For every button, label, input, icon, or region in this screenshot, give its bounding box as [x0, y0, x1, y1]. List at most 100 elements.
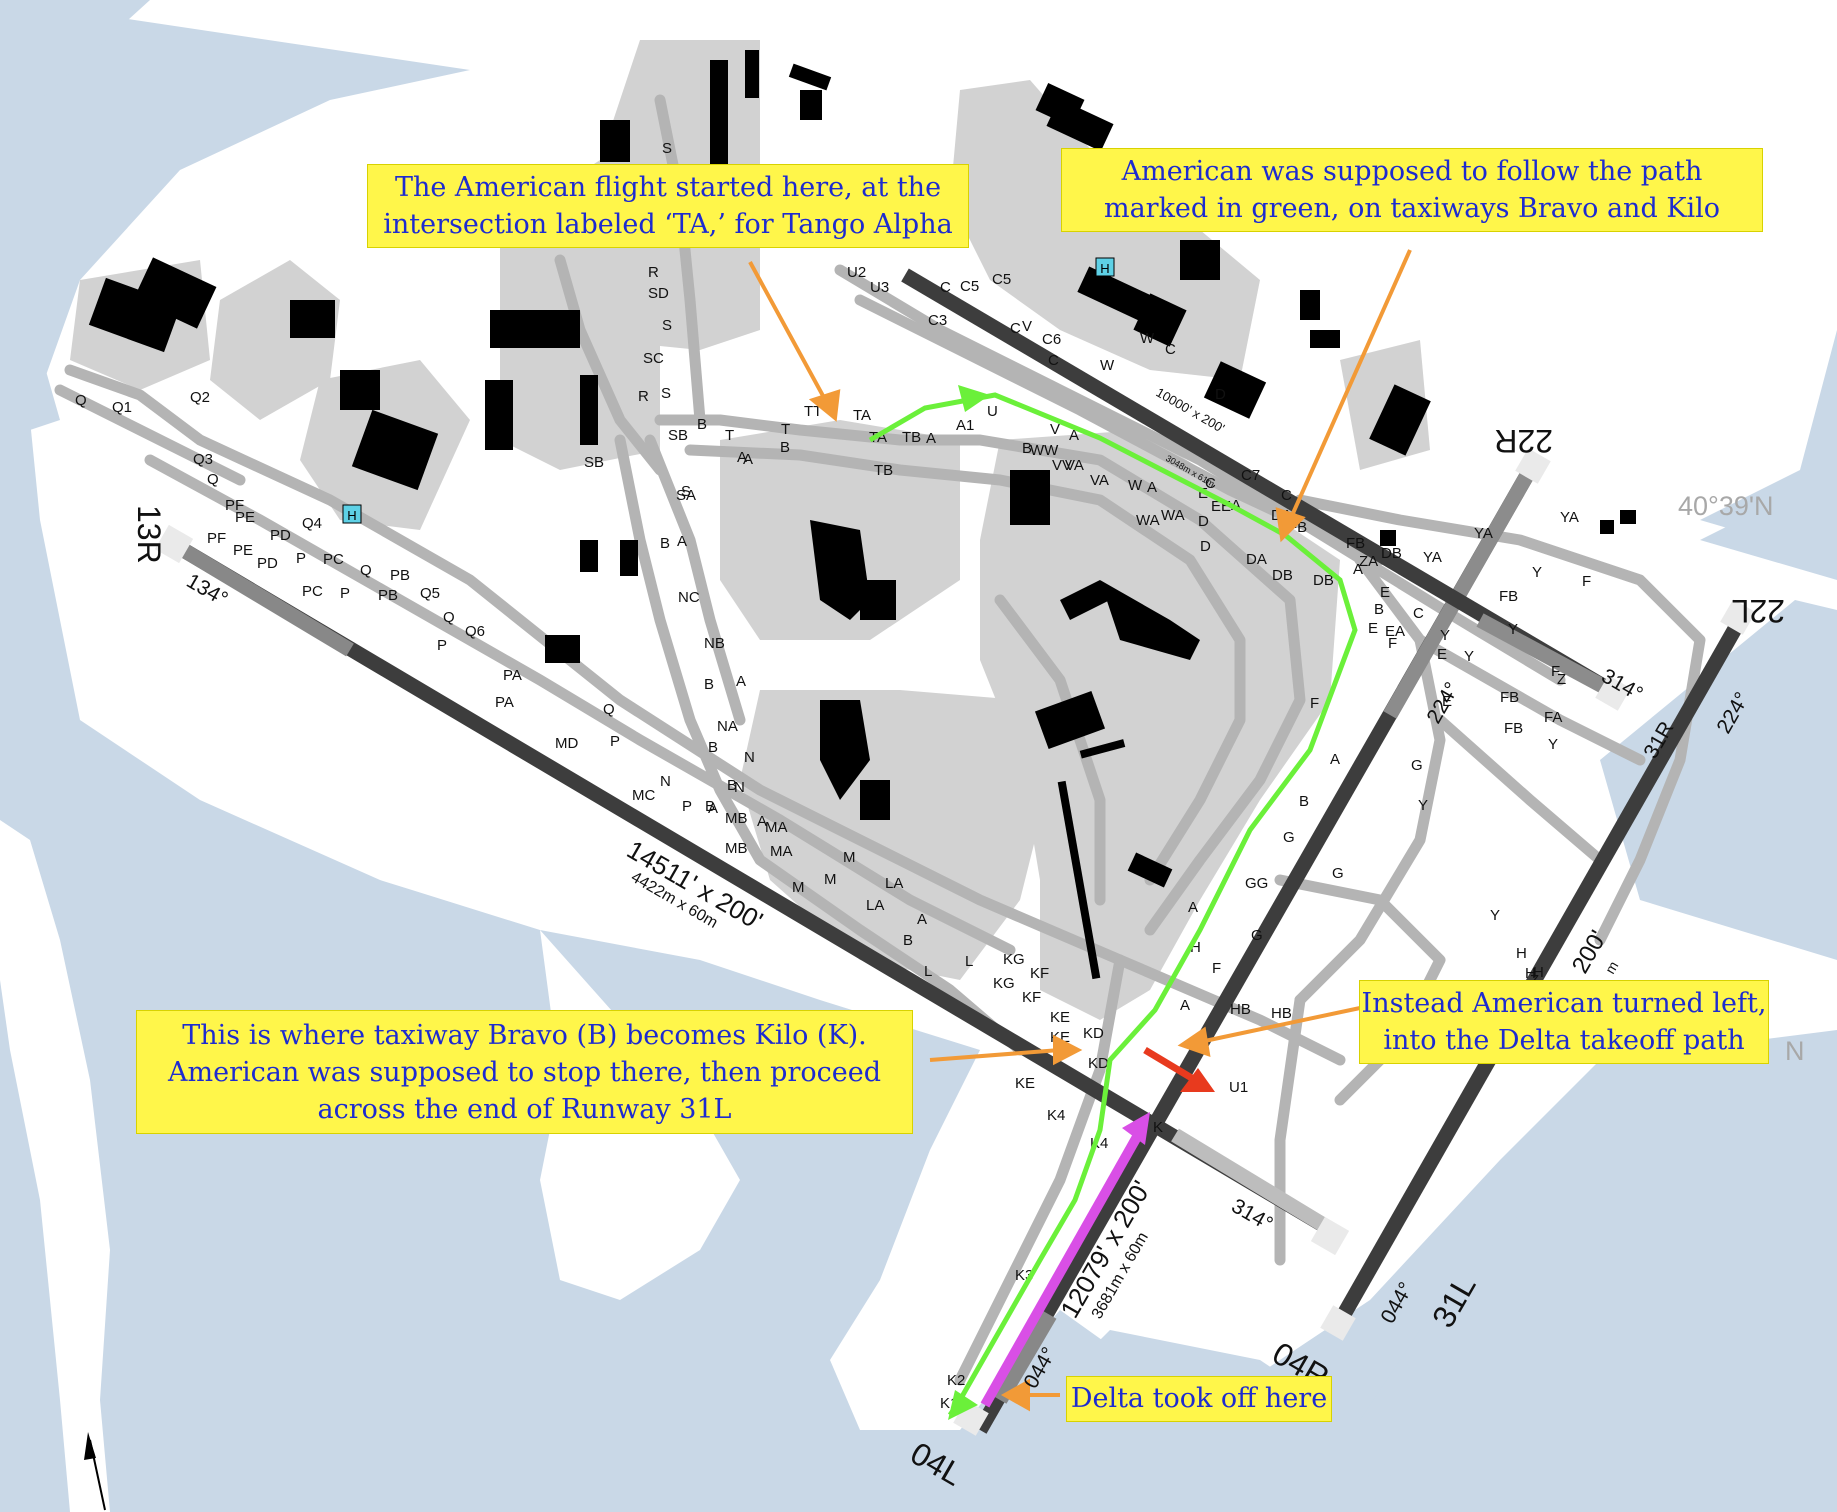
taxiway-label: PB [390, 567, 410, 584]
taxiway-label: A [1069, 427, 1079, 444]
taxiway-label: E [1437, 646, 1447, 663]
taxiway-label: F [1551, 663, 1560, 680]
taxiway-label: DA [1246, 551, 1267, 568]
taxiway-label: Q5 [420, 585, 440, 602]
taxiway-label: KE [1050, 1009, 1070, 1026]
taxiway-label: C [1048, 352, 1059, 369]
runway-label-13R: 13R [131, 505, 167, 564]
taxiway-label: Y [1490, 907, 1500, 924]
taxiway-label: TB [874, 462, 893, 479]
taxiway-label: A [708, 800, 718, 817]
taxiway-label: A [917, 911, 927, 928]
taxiway-label: T [725, 427, 734, 444]
taxiway-label: LA [885, 875, 903, 892]
taxiway-label: G [1332, 865, 1344, 882]
taxiway-label: Q [207, 471, 219, 488]
taxiway-label: Y [1508, 621, 1518, 638]
taxiway-label: SC [643, 350, 664, 367]
taxiway-label: N [744, 749, 755, 766]
taxiway-label: V [1050, 421, 1060, 438]
taxiway-label: W [1128, 477, 1143, 494]
taxiway-label: YA [1423, 549, 1442, 566]
taxiway-label: S [661, 385, 671, 402]
taxiway-label: KD [1083, 1025, 1104, 1042]
taxiway-label: B [727, 777, 737, 794]
aprons [70, 40, 1430, 1020]
taxiway-label: P [610, 733, 620, 750]
taxiway-label: WA [1136, 512, 1160, 529]
taxiway-label: SB [584, 454, 604, 471]
taxiway-label: FB [1346, 535, 1365, 552]
callout-delta-takeoff: Delta took off here [1066, 1376, 1332, 1422]
latitude-label-partial: N [1785, 1036, 1805, 1066]
taxiway-label: Y [1532, 564, 1542, 581]
taxiway-label: Q [360, 562, 372, 579]
taxiway-network [54, 94, 1706, 1386]
taxiway-label: D [1200, 538, 1211, 555]
taxiway-label: M [792, 879, 805, 896]
taxiway-label: S [662, 317, 672, 334]
taxiway-label: PF [225, 497, 244, 514]
taxiway-label: G [1283, 829, 1295, 846]
taxiway-label: PA [503, 667, 522, 684]
taxiway-label: SA [676, 487, 696, 504]
taxiway-label: WW [1030, 442, 1059, 459]
taxiway-label: L [924, 963, 932, 980]
svg-text:H: H [347, 508, 356, 523]
taxiway-label: NB [704, 635, 725, 652]
taxiway-label: U1 [1229, 1079, 1248, 1096]
taxiway-label: Q3 [193, 451, 213, 468]
water-west [0, 0, 150, 440]
taxiway-label: Q6 [465, 623, 485, 640]
taxiway-label: K2 [947, 1372, 965, 1389]
taxiway-label: A [737, 449, 747, 466]
taxiway-label: Q4 [302, 515, 322, 532]
taxiway-label: C [940, 279, 951, 296]
taxiway-label: C [1165, 341, 1176, 358]
latitude-label: 40°39'N [1678, 491, 1774, 521]
taxiway-label: B [697, 416, 707, 433]
taxiway-label: A [1330, 751, 1340, 768]
taxiway-label: T [781, 421, 790, 438]
taxiway-label: M [824, 871, 837, 888]
delta-arrowhead [1122, 1112, 1150, 1145]
taxiway-label: F [1212, 960, 1221, 977]
taxiway-label: G [1411, 757, 1423, 774]
taxiway-label: K4 [1047, 1107, 1065, 1124]
taxiway-label: NC [678, 589, 700, 606]
taxiway-label: U [987, 403, 998, 420]
taxiway-label: L [965, 953, 973, 970]
taxiway-label: C [1205, 475, 1216, 492]
taxiway-label: Q2 [190, 389, 210, 406]
taxiway-label: B [1022, 440, 1032, 457]
taxiway-label: TA [853, 407, 871, 424]
taxiway-label: B [660, 535, 670, 552]
taxiway-label: B [708, 739, 718, 756]
taxiway-label: P [682, 798, 692, 815]
taxiway-label: E [1368, 620, 1378, 637]
taxiway-label: A [1147, 479, 1157, 496]
taxiway-label: P [296, 550, 306, 567]
taxiway-label: C5 [992, 271, 1011, 288]
taxiway-label: YA [1560, 509, 1579, 526]
callout-bravo-becomes-kilo: This is where taxiway Bravo (B) becomes … [136, 1010, 913, 1134]
taxiway-label: Y [1418, 797, 1428, 814]
taxiway-label: W [1100, 357, 1115, 374]
taxiway-label: VV [1052, 457, 1072, 474]
taxiway-label: H [1190, 939, 1201, 956]
taxiway-label: F [1388, 635, 1397, 652]
taxiway-label: R [648, 264, 659, 281]
taxiway-label: PA [495, 694, 514, 711]
taxiway-label: MB [725, 840, 748, 857]
taxiway-label: EA [1385, 623, 1405, 640]
taxiway-label: C6 [1042, 331, 1061, 348]
heliport-icon: H H [342, 257, 1115, 524]
taxiway-label: A [1188, 899, 1198, 916]
svg-text:H: H [1100, 261, 1109, 276]
taxiway-label: D [1215, 386, 1226, 403]
taxiway-label: FB [1504, 720, 1523, 737]
taxiway-label: VA [1090, 472, 1109, 489]
taxiway-label: E [1442, 693, 1452, 710]
water-northeast [1700, 330, 1837, 580]
